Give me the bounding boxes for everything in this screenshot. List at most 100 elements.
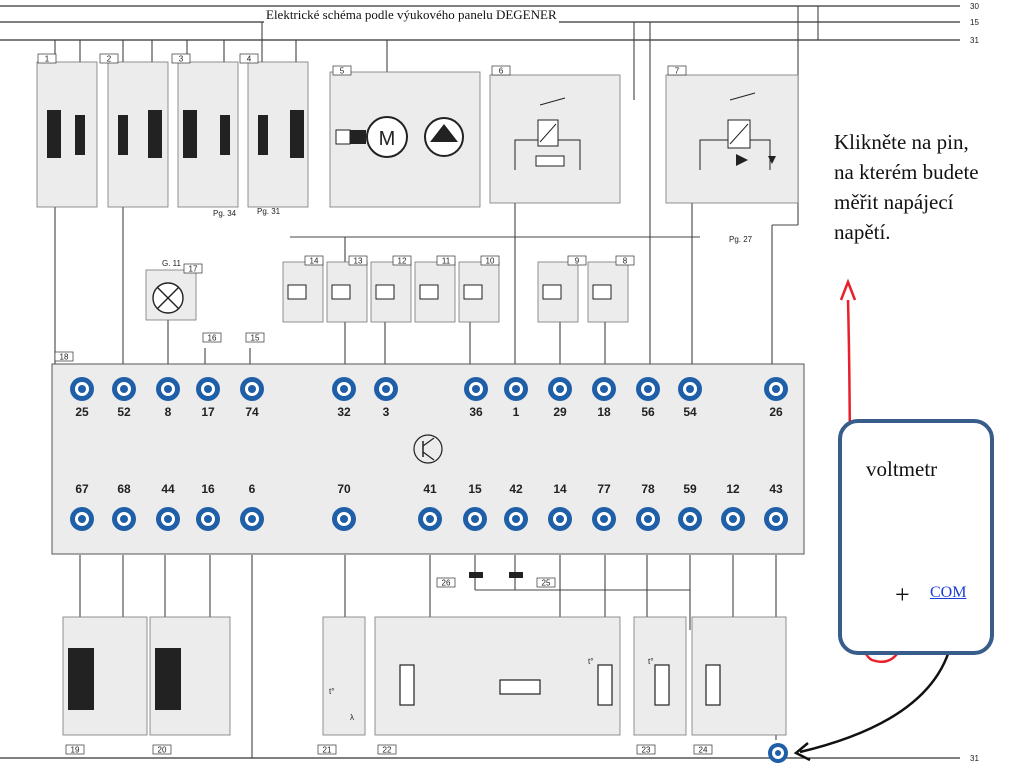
pin-number-label: 26 — [769, 405, 783, 419]
ecu-pin[interactable] — [504, 377, 528, 401]
ecu-pin[interactable] — [332, 377, 356, 401]
ecu-pin[interactable] — [112, 507, 136, 531]
ecu-pin[interactable] — [721, 507, 745, 531]
ecu-pin[interactable] — [156, 507, 180, 531]
component-tag — [480, 255, 500, 266]
ecu-pin[interactable] — [636, 377, 660, 401]
component-tag — [536, 577, 556, 588]
ecu-pin[interactable] — [463, 507, 487, 531]
pin-number-label: 6 — [248, 482, 256, 496]
ecu-pin[interactable] — [70, 507, 94, 531]
pin-center — [426, 515, 434, 523]
pin-center — [248, 515, 256, 523]
pin-center — [512, 385, 520, 393]
temp-symbol: t° — [329, 687, 334, 696]
pin-number-label: 54 — [683, 405, 697, 419]
component-tag — [317, 744, 337, 755]
pin-center — [600, 515, 608, 523]
component-number: 26 — [442, 579, 451, 588]
ecu-pin[interactable] — [464, 377, 488, 401]
ecu-pin[interactable] — [678, 377, 702, 401]
pin-center — [775, 750, 781, 756]
fuel-pump-motor: M — [329, 71, 481, 208]
ecu-pin[interactable] — [678, 507, 702, 531]
component-number: 15 — [251, 334, 260, 343]
motor-letter: M — [379, 128, 396, 150]
component-tag — [54, 351, 74, 362]
rail-label: 31 — [970, 754, 979, 763]
ecu-pin[interactable] — [332, 507, 356, 531]
component-number: 19 — [71, 746, 80, 755]
ecu-pin[interactable] — [636, 507, 660, 531]
instruction-line: Klikněte na pin, — [834, 130, 969, 154]
ecu-pin[interactable] — [504, 507, 528, 531]
pin-center — [729, 515, 737, 523]
component-number: 7 — [675, 67, 680, 76]
pin-number-label: 67 — [75, 482, 89, 496]
ecu-pin[interactable] — [548, 377, 572, 401]
component-number: 25 — [542, 579, 551, 588]
ecu-pin[interactable] — [548, 507, 572, 531]
pin-center — [556, 385, 564, 393]
instruction-line: měřit napájecí — [834, 190, 954, 214]
ecu-pin[interactable] — [764, 377, 788, 401]
ecu-pin[interactable] — [196, 377, 220, 401]
component-number: 10 — [486, 257, 495, 266]
component-tag — [615, 255, 635, 266]
component-tag — [65, 744, 85, 755]
ground-terminal[interactable] — [768, 743, 788, 763]
pin-number-label: 17 — [201, 405, 215, 419]
pin-number-label: 52 — [117, 405, 131, 419]
ecu-pin[interactable] — [418, 507, 442, 531]
rail-label: 31 — [970, 36, 979, 45]
injector-valves — [282, 261, 629, 323]
page-ref-label: Pg. 34 — [213, 209, 237, 218]
pin-center — [204, 385, 212, 393]
ecu-pin[interactable] — [592, 507, 616, 531]
component-tag — [99, 53, 119, 64]
pin-number-label: 16 — [201, 482, 215, 496]
ecu-pin[interactable] — [112, 377, 136, 401]
black-test-lead — [799, 639, 954, 754]
pin-center — [120, 385, 128, 393]
ecu-pin[interactable] — [70, 377, 94, 401]
pin-center — [340, 515, 348, 523]
ecu-pin[interactable] — [240, 507, 264, 531]
ecu-pin[interactable] — [156, 377, 180, 401]
fuse-modules — [36, 61, 309, 208]
ecu-pin[interactable] — [764, 507, 788, 531]
component-number: 9 — [575, 257, 580, 266]
component-tag — [348, 255, 368, 266]
temp-symbol: t° — [648, 657, 653, 666]
pin-number-label: 68 — [117, 482, 131, 496]
pin-center — [686, 385, 694, 393]
component-tag — [332, 65, 352, 76]
pin-center — [78, 515, 86, 523]
component-tag — [377, 744, 397, 755]
pin-number-label: 14 — [553, 482, 567, 496]
ecu-pin[interactable] — [196, 507, 220, 531]
component-tag — [436, 255, 456, 266]
pin-center — [686, 515, 694, 523]
pin-center — [78, 385, 86, 393]
relay-6 — [489, 74, 621, 204]
rail-label: 30 — [970, 2, 979, 11]
voltmeter-com-link[interactable]: COM — [930, 584, 967, 601]
red-lead-arrowhead — [839, 278, 857, 301]
pin-center — [382, 385, 390, 393]
component-tag — [392, 255, 412, 266]
ecu-pin[interactable] — [374, 377, 398, 401]
component-number: 6 — [499, 67, 504, 76]
ecu-pin[interactable] — [592, 377, 616, 401]
warning-lamp — [145, 269, 197, 321]
page-ref-label: Pg. 27 — [729, 235, 753, 244]
component-tag — [183, 263, 203, 274]
pin-number-label: 8 — [164, 405, 172, 419]
component-number: 23 — [642, 746, 651, 755]
pin-number-label: 36 — [469, 405, 483, 419]
component-number: 2 — [107, 55, 112, 64]
component-tag — [567, 255, 587, 266]
ecu-pin[interactable] — [240, 377, 264, 401]
rail-label: 15 — [970, 18, 979, 27]
